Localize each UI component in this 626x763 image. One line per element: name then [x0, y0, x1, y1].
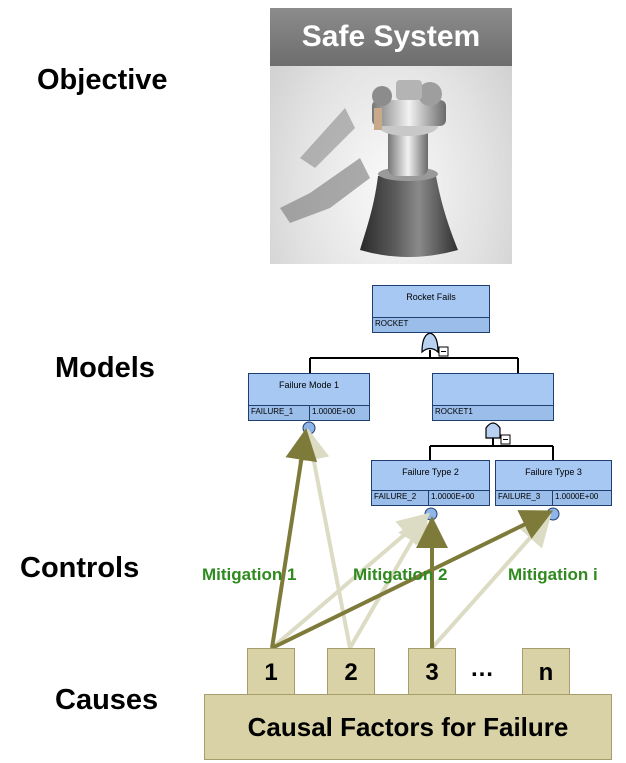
basic-event-icon [424, 507, 438, 521]
rocket-engine-illustration [280, 80, 458, 257]
failure-type-2-id: FAILURE_2 [374, 492, 417, 501]
top-event-title: Rocket Fails [406, 292, 456, 302]
causes-label: Causes [55, 684, 159, 716]
rocket1-gate-box[interactable]: ROCKET1 [432, 373, 554, 421]
mitigation-1-label: Mitigation 1 [202, 565, 297, 584]
cause-tab-n[interactable]: n [522, 648, 570, 696]
models-label: Models [55, 352, 155, 384]
rocket1-gate-id: ROCKET1 [435, 407, 473, 416]
failure-type-2-box[interactable]: Failure Type 2 FAILURE_2 1.0000E+00 [371, 460, 490, 506]
top-event-id-bar: ROCKET [373, 317, 489, 332]
rocket-engine-image: Safe System [270, 8, 512, 264]
rocket1-gate-bar: ROCKET1 [433, 405, 553, 420]
failure-mode-1-prob: 1.0000E+00 [312, 407, 356, 416]
basic-event-icon [546, 507, 560, 521]
basic-event-icon [302, 421, 316, 435]
failure-type-3-title: Failure Type 3 [525, 467, 582, 477]
mitigation-arrows-dark [270, 428, 554, 650]
failure-type-3-box[interactable]: Failure Type 3 FAILURE_3 1.0000E+00 [495, 460, 612, 506]
cause-tab-2[interactable]: 2 [327, 648, 375, 696]
top-event-id: ROCKET [375, 319, 409, 328]
failure-type-2-prob: 1.0000E+00 [431, 492, 475, 501]
causal-factors-box: Causal Factors for Failure [204, 694, 612, 760]
objective-label: Objective [37, 64, 168, 96]
hero-title: Safe System [301, 20, 481, 53]
and-gate-icon [485, 422, 501, 439]
cause-ellipsis: … [470, 655, 494, 682]
cause-tab-1[interactable]: 1 [247, 648, 295, 696]
mitigation-2-label: Mitigation 2 [353, 565, 448, 584]
mitigation-i-label: Mitigation i [508, 565, 598, 584]
cause-tab-3[interactable]: 3 [408, 648, 456, 696]
failure-type-3-prob: 1.0000E+00 [555, 492, 599, 501]
top-event-box[interactable]: Rocket Fails ROCKET [372, 285, 490, 333]
controls-label: Controls [20, 552, 140, 584]
failure-type-2-bar: FAILURE_2 1.0000E+00 [372, 490, 489, 505]
failure-type-2-title: Failure Type 2 [402, 467, 459, 477]
or-gate-icon [421, 332, 439, 354]
failure-type-3-id: FAILURE_3 [498, 492, 541, 501]
hero-title-band [270, 8, 512, 66]
failure-mode-1-bar: FAILURE_1 1.0000E+00 [249, 405, 369, 420]
failure-mode-1-box[interactable]: Failure Mode 1 FAILURE_1 1.0000E+00 [248, 373, 370, 421]
failure-mode-1-id: FAILURE_1 [251, 407, 294, 416]
failure-type-3-bar: FAILURE_3 1.0000E+00 [496, 490, 611, 505]
failure-mode-1-title: Failure Mode 1 [278, 380, 340, 390]
